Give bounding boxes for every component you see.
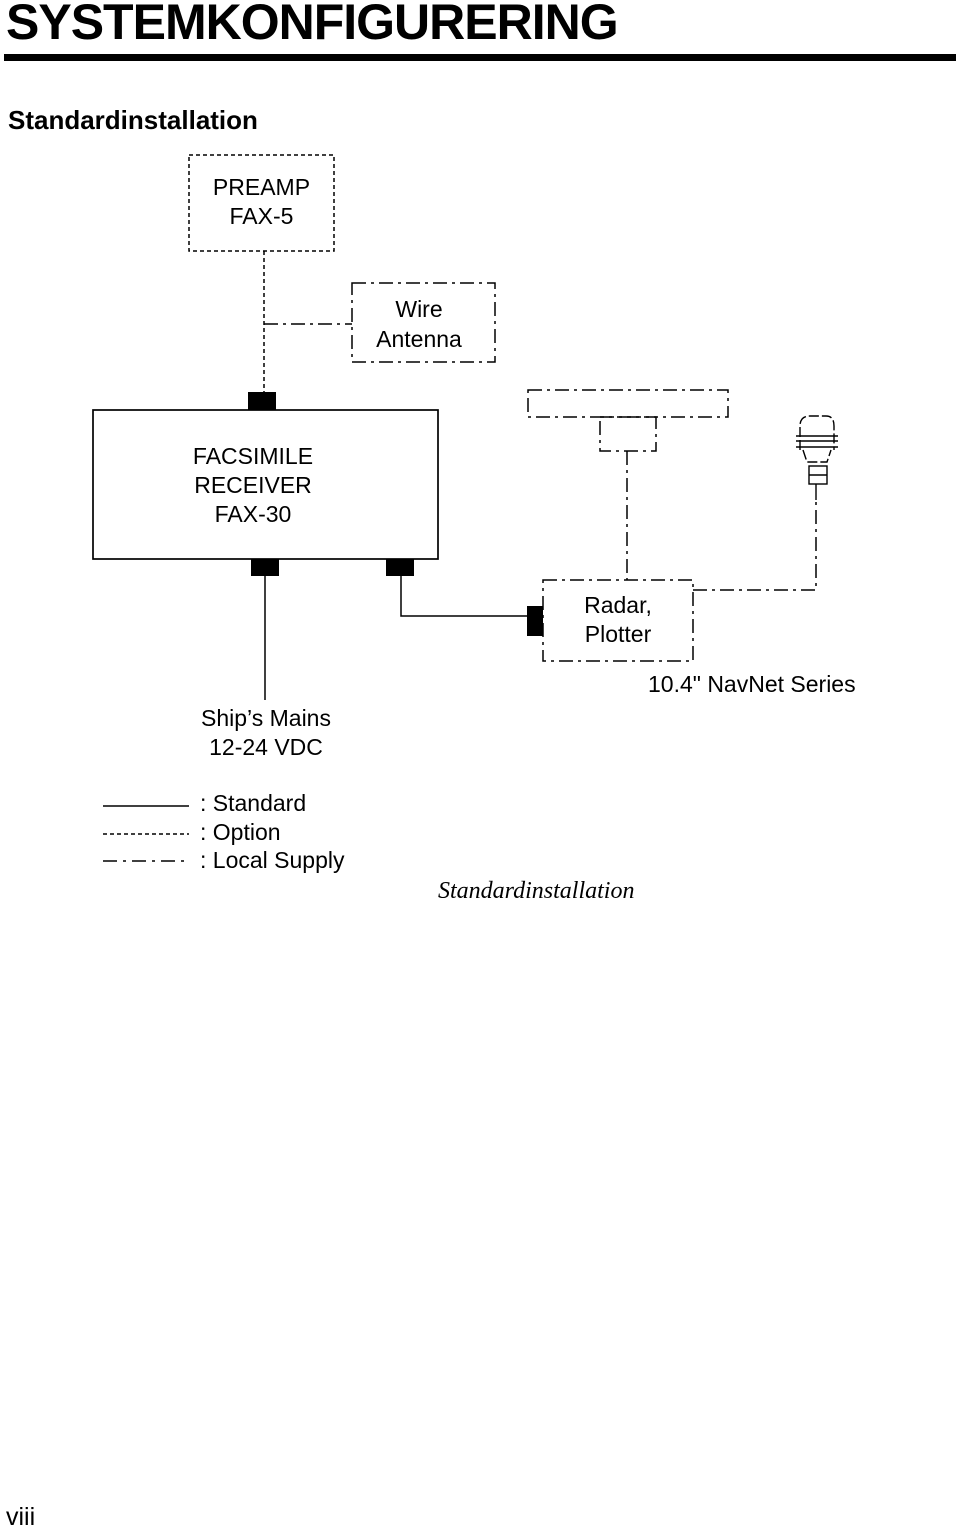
figure-caption: Standardinstallation xyxy=(438,878,635,904)
preamp-label-line1: PREAMP xyxy=(212,174,311,200)
preamp-label-line2: FAX-5 xyxy=(229,203,294,229)
radar-label-line2: Plotter xyxy=(584,621,652,647)
section-heading: Standardinstallation xyxy=(8,105,258,135)
ships-mains-label-line1: Ship’s Mains xyxy=(201,705,331,731)
radar-antenna-array xyxy=(527,389,729,418)
radar-plotter-box xyxy=(542,579,694,662)
radar-input-connector xyxy=(527,606,543,636)
wire-antenna-label-line1: Wire xyxy=(395,296,443,322)
page-title: SYSTEMKONFIGURERING xyxy=(6,0,619,50)
receiver-top-connector xyxy=(248,392,276,410)
preamp-box xyxy=(188,154,335,252)
legend-local-supply-label: : Local Supply xyxy=(200,847,345,873)
receiver-label-line2: RECEIVER xyxy=(194,472,312,498)
radar-connection-line xyxy=(400,576,528,617)
wire-antenna-box xyxy=(351,282,496,363)
receiver-label-line1: FACSIMILE xyxy=(192,443,314,469)
title-rule xyxy=(4,54,956,61)
gps-antenna-icon xyxy=(796,415,838,500)
page-number: viii xyxy=(6,1503,36,1531)
receiver-label-line3: FAX-30 xyxy=(214,501,292,527)
radar-antenna-pedestal xyxy=(599,416,657,452)
ships-mains-label-line2: 12-24 VDC xyxy=(209,734,323,760)
gps-antenna-cable xyxy=(693,500,817,591)
radar-label-line1: Radar, xyxy=(584,592,652,618)
wire-antenna-label-line2: Antenna xyxy=(376,326,462,352)
receiver-nav-connector xyxy=(386,559,414,576)
receiver-power-connector xyxy=(251,559,279,576)
navnet-label: 10.4" NavNet Series xyxy=(648,671,856,697)
legend-option-label: : Option xyxy=(200,819,281,845)
legend-standard-label: : Standard xyxy=(200,790,307,816)
